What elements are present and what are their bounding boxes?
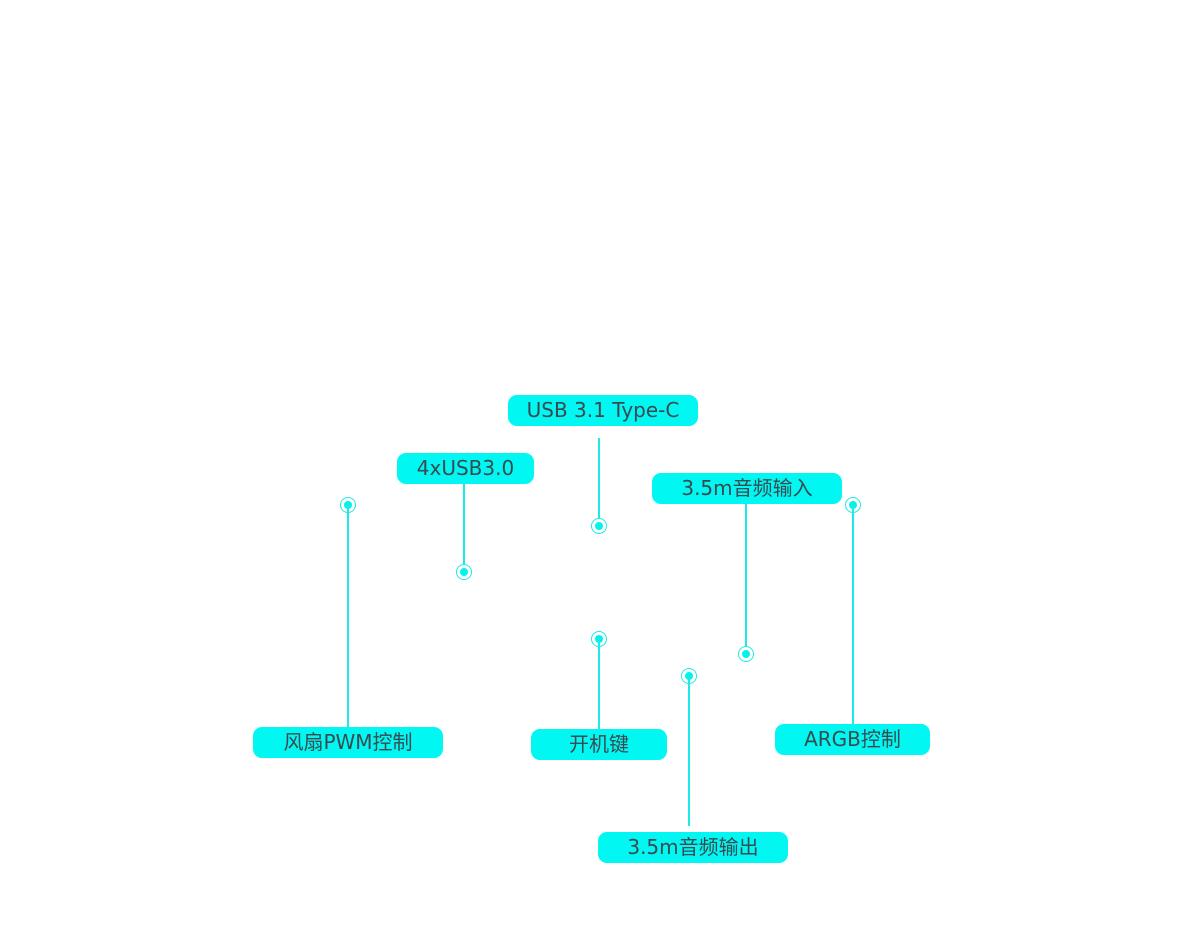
callout-label-audio-in: 3.5m音频输入 (652, 473, 842, 504)
callout-line-fan-pwm (347, 505, 349, 727)
callout-line-audio-out (688, 676, 690, 826)
callout-label-usb3: 4xUSB3.0 (397, 453, 534, 484)
callout-label-audio-out: 3.5m音频输出 (598, 832, 788, 863)
callout-dot-audio-in-icon (737, 646, 754, 662)
callout-label-fan-pwm: 风扇PWM控制 (253, 727, 443, 758)
callout-dot-usb3-icon (455, 564, 472, 580)
callout-line-argb (852, 505, 854, 724)
callout-line-power (598, 639, 600, 729)
callout-line-audio-in (745, 504, 747, 654)
callout-line-usb3 (463, 484, 465, 572)
callout-dot-usb-type-c-icon (590, 518, 607, 534)
callout-label-power: 开机键 (531, 729, 667, 760)
callout-label-argb: ARGB控制 (775, 724, 930, 755)
callout-label-usb-type-c: USB 3.1 Type-C (508, 395, 698, 426)
callout-line-usb-type-c (598, 438, 600, 526)
